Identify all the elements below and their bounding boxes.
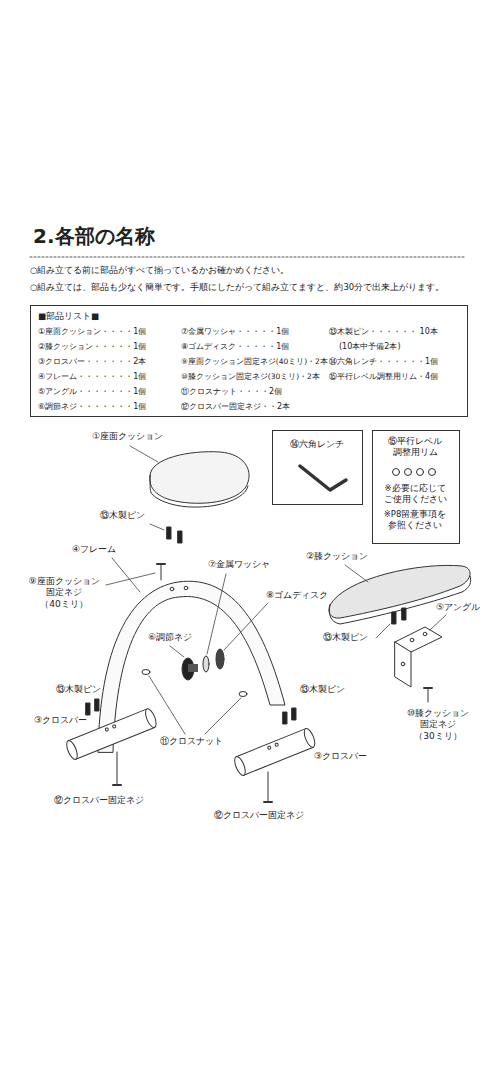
- box-text: ⑫クロスバー固定ネジ・・2本: [181, 402, 290, 412]
- knee-screw: [424, 688, 432, 702]
- part-label: ⑬木製ピン: [100, 510, 145, 521]
- seat-cushion: [150, 452, 249, 507]
- adjust-screw: [182, 649, 224, 680]
- box-text: (10本中予備2本): [339, 342, 401, 352]
- callout-box: ⑭六角レンチ: [272, 430, 363, 505]
- crossbar-screw: [113, 752, 272, 802]
- part-label: ⑫クロスバー固定ネジ: [214, 810, 304, 821]
- frame-hole: [184, 586, 188, 590]
- box-text: ※必要に応じて ご使用ください: [376, 483, 454, 504]
- part-label: ③クロスバー: [34, 715, 87, 726]
- part-label: ⑦金属ワッシャ: [208, 559, 270, 570]
- box-text: ⑭六角レンチ・・・・・・1個: [329, 357, 438, 367]
- wooden-pins: [167, 527, 182, 543]
- part-label: ⑧ゴムディスク: [266, 590, 328, 601]
- callout-box: ⑮平行レベル 調整用リム ※必要に応じて ご使用ください ※P8留意事項を 参照くだ…: [372, 430, 460, 544]
- note-text: ○組み立ては、部品も少なく簡単です。手順にしたがって組み立てますと、約30分で出…: [30, 282, 475, 293]
- box-text: ⑨座面クッション固定ネジ(40ミリ)・2本: [181, 357, 328, 366]
- part-label: ⑩膝クッション 固定ネジ （30ミリ）: [398, 708, 478, 742]
- box-text: ⑮平行レベル調整用リム・4個: [329, 372, 438, 382]
- knee-cushion: [329, 565, 471, 624]
- box-text: ⑧ゴムディスク・・・・・1個: [181, 342, 289, 352]
- part-label: ⑬木製ピン: [56, 684, 101, 695]
- part-label: ⑥調節ネジ: [148, 632, 192, 643]
- box-text: ④フレーム・・・・・・・1個: [38, 372, 146, 382]
- box-text: ⑤アングル・・・・・・・1個: [38, 387, 146, 397]
- box-heading: ⑭六角レンチ: [277, 439, 357, 450]
- level-rims: [393, 469, 436, 476]
- box-text: ⑦金属ワッシャ・・・・・1個: [181, 327, 289, 337]
- box-text: ※P8留意事項を 参照ください: [376, 509, 454, 530]
- part-label: ③クロスバー: [314, 751, 367, 762]
- part-label: ①座面クッション: [92, 431, 163, 442]
- box-text: ⑥調節ネジ・・・・・・・1個: [38, 402, 146, 412]
- part-label: ⑬木製ピン: [300, 684, 345, 695]
- page-title: 2.各部の名称: [33, 224, 155, 249]
- seat-screw: [157, 564, 165, 580]
- wooden-pins: [392, 608, 406, 624]
- part-label: ⑪クロスナット: [160, 736, 223, 747]
- part-label: ⑨座面クッション 固定ネジ （40ミリ）: [24, 576, 104, 610]
- part-label: ④フレーム: [72, 544, 116, 555]
- parts-list-box: ■部品リスト■ ①座面クッション・・・・1個 ②膝クッション・・・・・1個 ③クロスバ…: [30, 305, 468, 417]
- box-heading: ■部品リスト■: [38, 311, 99, 322]
- part-label: ②膝クッション: [306, 551, 368, 562]
- note-text: ○組み立てる前に部品がすべて揃っているかお確かめください。: [30, 265, 289, 276]
- box-heading: ⑮平行レベル 調整用リム: [376, 436, 454, 457]
- box-text: ⑩膝クッション固定ネジ(30ミリ)・2本: [181, 372, 320, 381]
- box-text: ⑬木製ピン・・・・・・ 10本: [329, 327, 438, 337]
- box-text: ①座面クッション・・・・1個: [38, 327, 146, 337]
- box-text: ⑪クロスナット・・・・2個: [181, 387, 282, 397]
- part-label: ⑤アングル: [436, 602, 480, 613]
- hex-wrench: [300, 466, 346, 490]
- part-label: ⑬木製ピン: [323, 632, 368, 643]
- dashed-rule: [30, 257, 466, 258]
- crossbar: [233, 727, 317, 777]
- frame-hole: [170, 587, 174, 591]
- angle-bracket: [395, 627, 442, 687]
- part-label: ⑫クロスバー固定ネジ: [54, 795, 144, 806]
- box-text: ③クロスバー・・・・・・2本: [38, 357, 146, 367]
- box-text: ②膝クッション・・・・・1個: [38, 342, 146, 352]
- wooden-pins: [86, 699, 296, 724]
- cross-nuts: [142, 670, 247, 697]
